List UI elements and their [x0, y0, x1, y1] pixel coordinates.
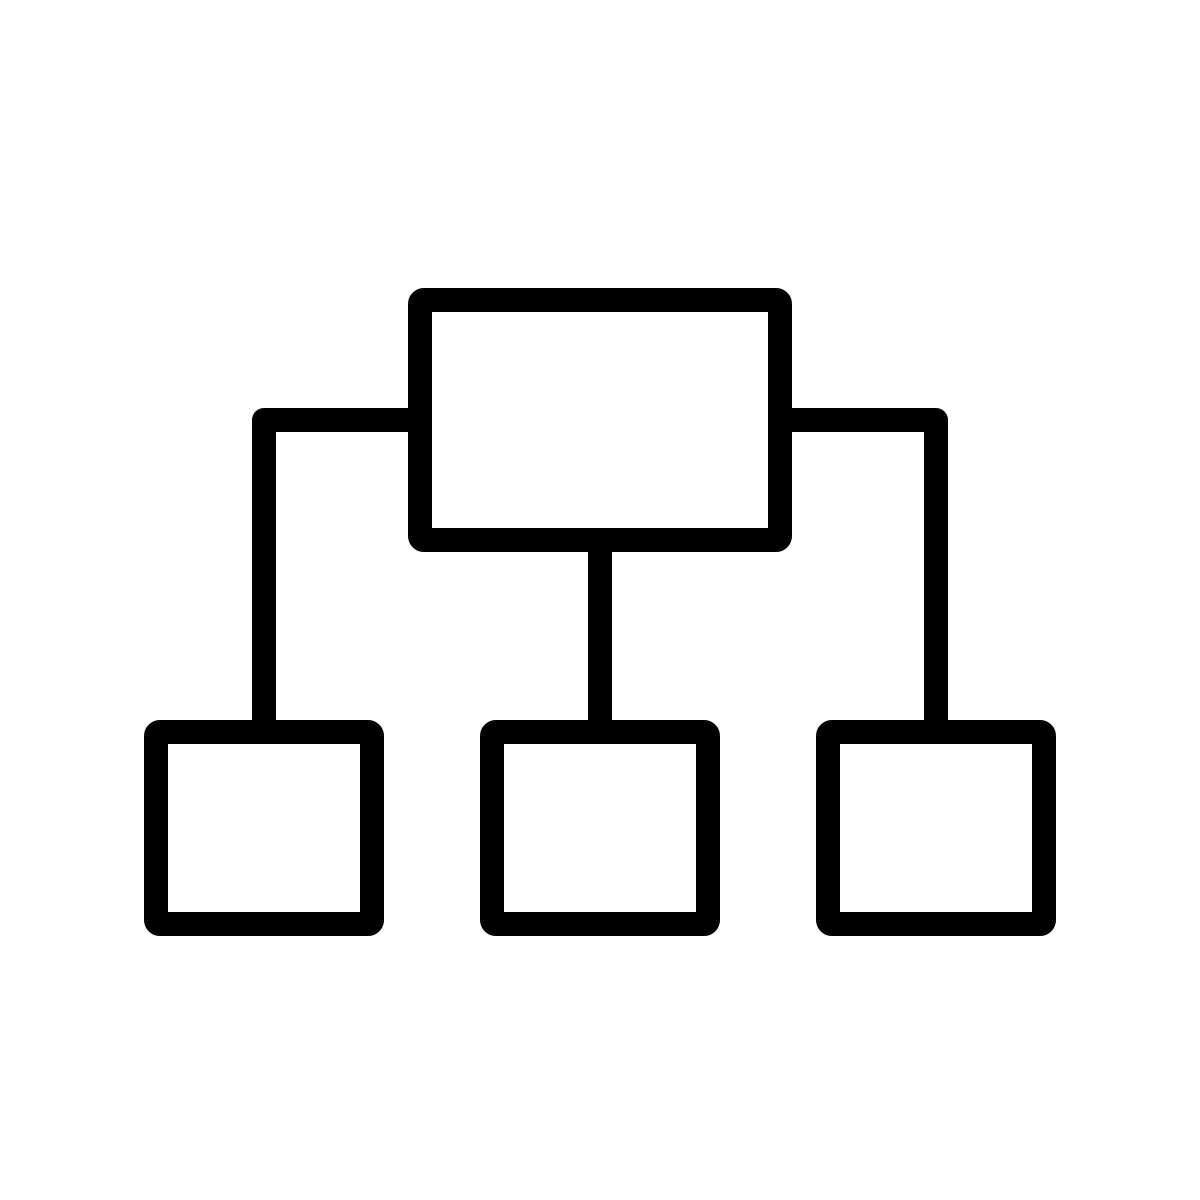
root-node [408, 288, 792, 552]
child-node-left [144, 720, 384, 936]
child-node-center [480, 720, 720, 936]
child-node-right [816, 720, 1056, 936]
connector-left [252, 408, 408, 720]
connector-right [792, 408, 948, 720]
